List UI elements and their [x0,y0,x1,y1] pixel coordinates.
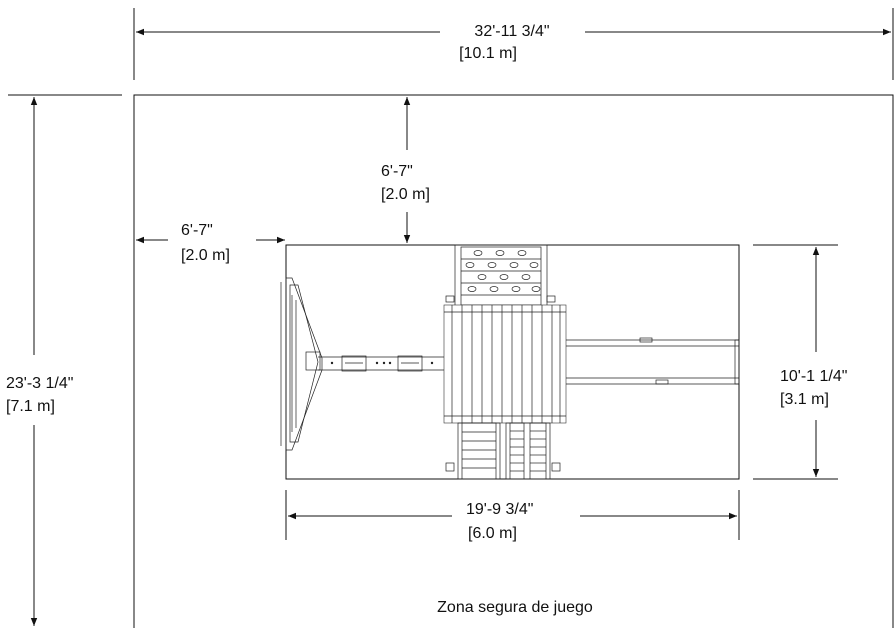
left-clearance-imperial: 6'-7" [181,222,213,239]
rock-wall [445,244,556,308]
unit-depth-imperial: 10'-1 1/4" [780,368,847,385]
swing-beam [318,355,444,372]
unit-width-imperial: 19'-9 3/4" [466,501,533,518]
overall-width-imperial: 32'-11 3/4" [474,23,549,40]
unit-depth-metric: [3.1 m] [780,391,829,408]
overall-depth-metric: [7.1 m] [6,398,55,415]
overall-width-metric: [10.1 m] [459,45,517,62]
top-clearance-imperial: 6'-7" [381,163,413,180]
slide [566,337,740,385]
swing-frame [280,277,323,451]
ladders [445,422,561,480]
playset-drawing [280,244,740,480]
top-clearance-metric: [2.0 m] [381,186,430,203]
overall-depth-imperial: 23'-3 1/4" [6,375,73,392]
safe-zone-label: Zona segura de juego [437,599,593,616]
unit-width-metric: [6.0 m] [468,525,517,542]
main-deck [443,304,567,424]
safe-zone-boundary [133,94,894,628]
left-clearance-metric: [2.0 m] [181,247,230,264]
